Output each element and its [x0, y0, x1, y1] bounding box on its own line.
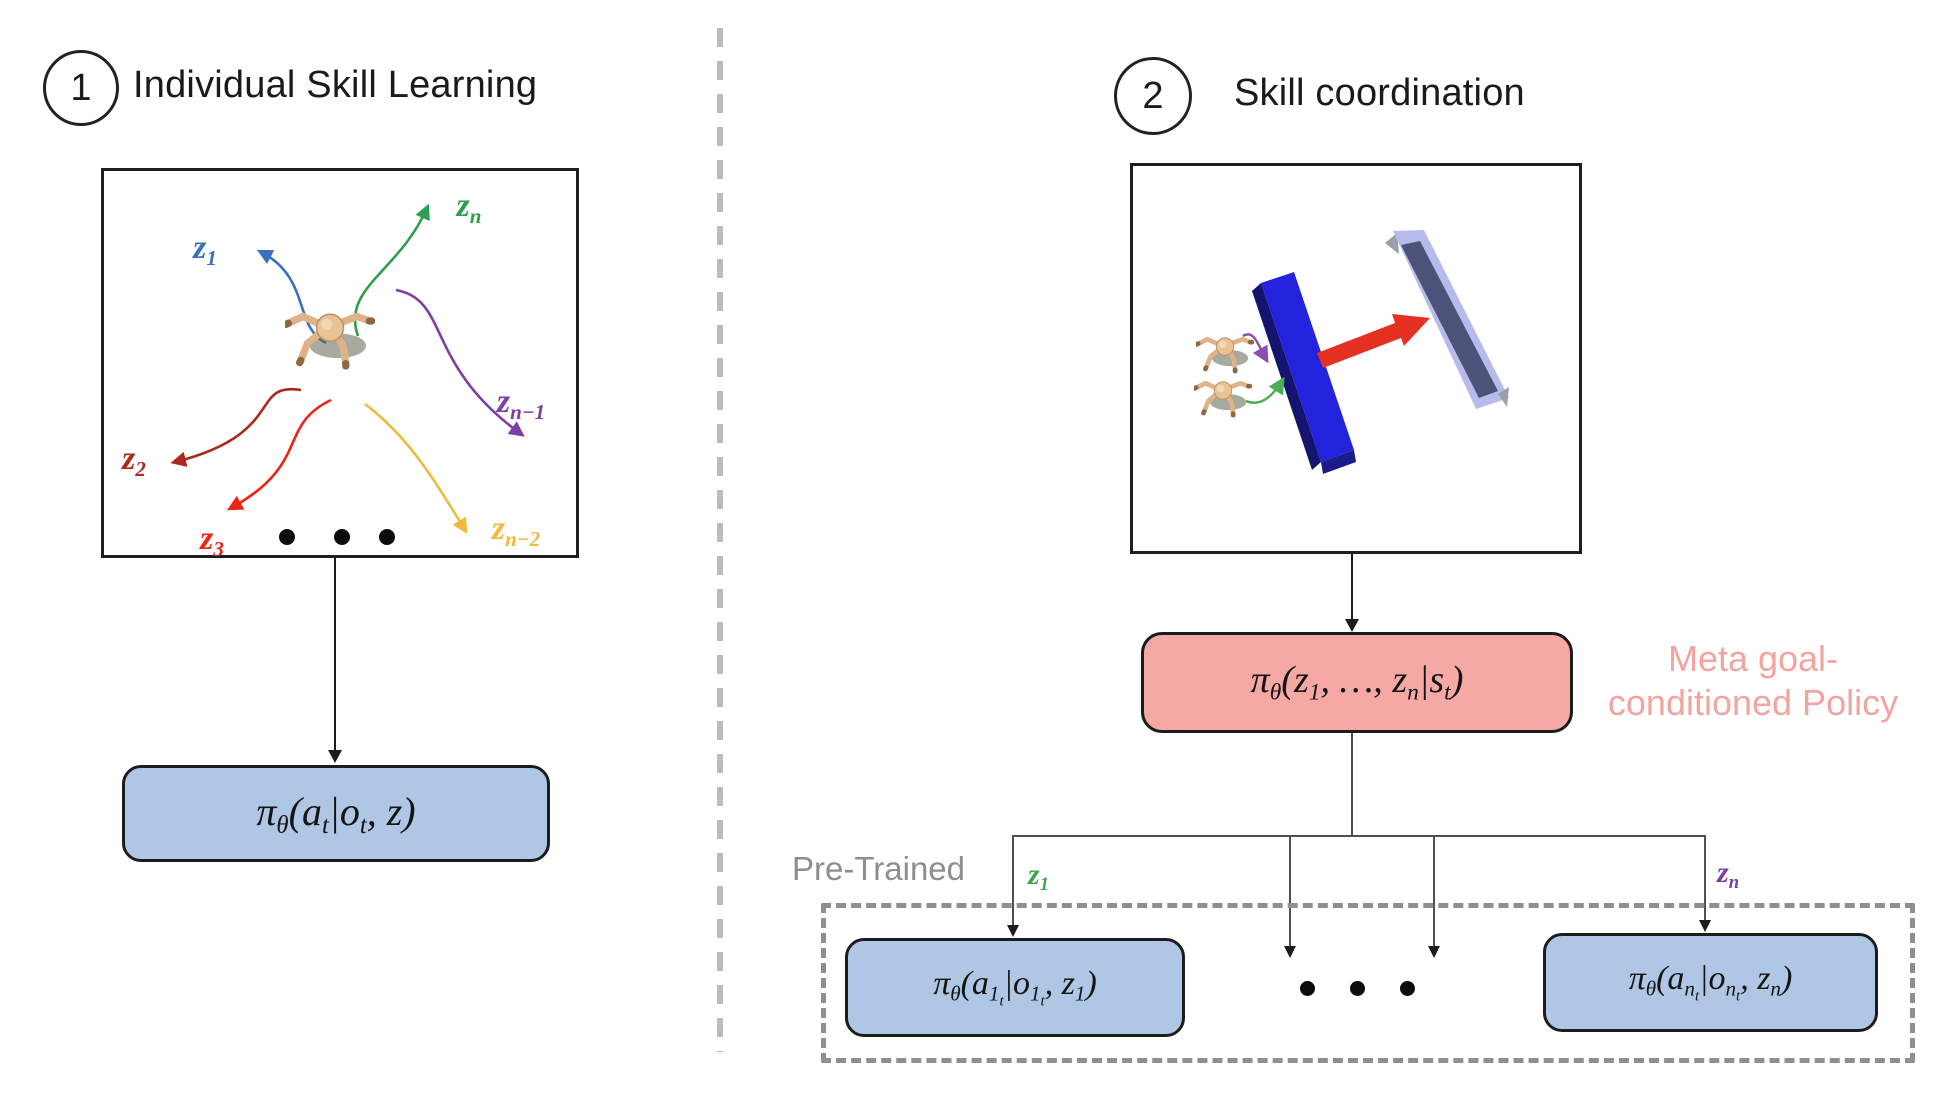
- skill-policy-1-formula: πθ(a1t|o1t, z1): [933, 964, 1097, 1010]
- connector-branch-zn: [1704, 835, 1706, 921]
- step-1-number: 1: [70, 66, 92, 109]
- meta-policy-caption-line2: conditioned Policy: [1607, 682, 1899, 723]
- right-panel-title: Skill coordination: [1234, 72, 1525, 114]
- ant-2-intent-arrow: [1245, 376, 1285, 404]
- skill-arrow-zn-2: [364, 402, 468, 535]
- step-2-number: 2: [1142, 74, 1164, 117]
- skill-arrow-z2: [170, 387, 302, 467]
- ellipsis-dot: [1400, 981, 1415, 996]
- panel-separator-dashed-line: [717, 28, 723, 1052]
- blue-block-front-face: [1261, 272, 1354, 462]
- ellipsis-dot: [1350, 981, 1365, 996]
- branch-label-zn: zn: [1717, 856, 1740, 893]
- left-panel-title: Individual Skill Learning: [133, 64, 538, 106]
- connector-skillbox-to-policy: [333, 558, 337, 751]
- meta-policy-caption-line1: Meta goal-: [1667, 638, 1839, 679]
- skill-policy-n-formula: πθ(ant|ont, zn): [1628, 959, 1793, 1005]
- pretrained-group-box: [821, 903, 1915, 1063]
- step-2-badge: 2: [1114, 57, 1192, 135]
- connector-branch-z1: [1012, 835, 1014, 926]
- pretrained-label: Pre-Trained: [792, 850, 966, 887]
- arrowhead-down-icon: [1344, 619, 1359, 632]
- ellipsis-dot: [1300, 981, 1315, 996]
- skill-label-z1: z1: [193, 229, 217, 270]
- connector-meta-stem: [1350, 733, 1353, 836]
- ant-robot-figure: [286, 314, 372, 366]
- skill-policy-box: πθ(at|ot, z): [122, 765, 550, 862]
- connector-branch-mid-b: [1433, 835, 1435, 947]
- coordination-task-figure: [1130, 163, 1582, 554]
- skill-exploration-figure: [101, 168, 579, 558]
- step-1-badge: 1: [43, 50, 119, 126]
- skill-policy-box-n: πθ(ant|ont, zn): [1543, 933, 1878, 1032]
- ellipsis-dot: [279, 529, 295, 545]
- arrowhead-down-icon: [1698, 920, 1711, 932]
- connector-task-to-meta: [1350, 554, 1354, 621]
- ellipsis-dot: [379, 529, 395, 545]
- branch-label-z1: z1: [1028, 858, 1049, 895]
- skill-policy-formula: πθ(at|ot, z): [256, 788, 416, 839]
- meta-policy-caption: Meta goal- conditioned Policy: [1588, 637, 1918, 725]
- arrowhead-down-icon: [1427, 946, 1440, 958]
- meta-policy-formula: πθ(z1, …, zn|st): [1250, 659, 1464, 706]
- connector-branch-bus: [1012, 835, 1706, 837]
- push-direction-arrow: [1317, 314, 1430, 368]
- ant-1-intent-arrow: [1242, 333, 1269, 364]
- arrowhead-down-icon: [1006, 925, 1019, 937]
- target-block-inner-face: [1401, 241, 1498, 398]
- skill-label-z3: z3: [200, 520, 224, 561]
- ellipsis-dot: [334, 529, 350, 545]
- skill-label-zn-1: zn−1: [496, 383, 546, 424]
- skill-arrow-z3: [226, 398, 332, 511]
- ant-robot-2: [1195, 382, 1250, 415]
- blue-block-bottom-cap: [1321, 450, 1356, 474]
- arrowhead-down-icon: [1283, 946, 1296, 958]
- meta-policy-box: πθ(z1, …, zn|st): [1141, 632, 1573, 733]
- skill-label-z2: z2: [122, 440, 146, 481]
- skill-label-zn: zn: [456, 187, 482, 228]
- coordination-task-scene: [1130, 230, 1509, 474]
- skill-exploration-scene: [170, 203, 525, 545]
- ant-robot-1: [1197, 338, 1252, 371]
- skill-label-zn-2: zn−2: [491, 510, 541, 551]
- target-block-bottom-cap: [1498, 387, 1509, 407]
- connector-branch-mid-a: [1289, 835, 1291, 947]
- arrowhead-down-icon: [327, 750, 342, 763]
- skill-policy-box-1: πθ(a1t|o1t, z1): [845, 938, 1185, 1037]
- skill-arrow-zn-1: [395, 288, 525, 437]
- target-block-top-cap: [1385, 233, 1399, 254]
- blue-block-side-face: [1252, 283, 1321, 470]
